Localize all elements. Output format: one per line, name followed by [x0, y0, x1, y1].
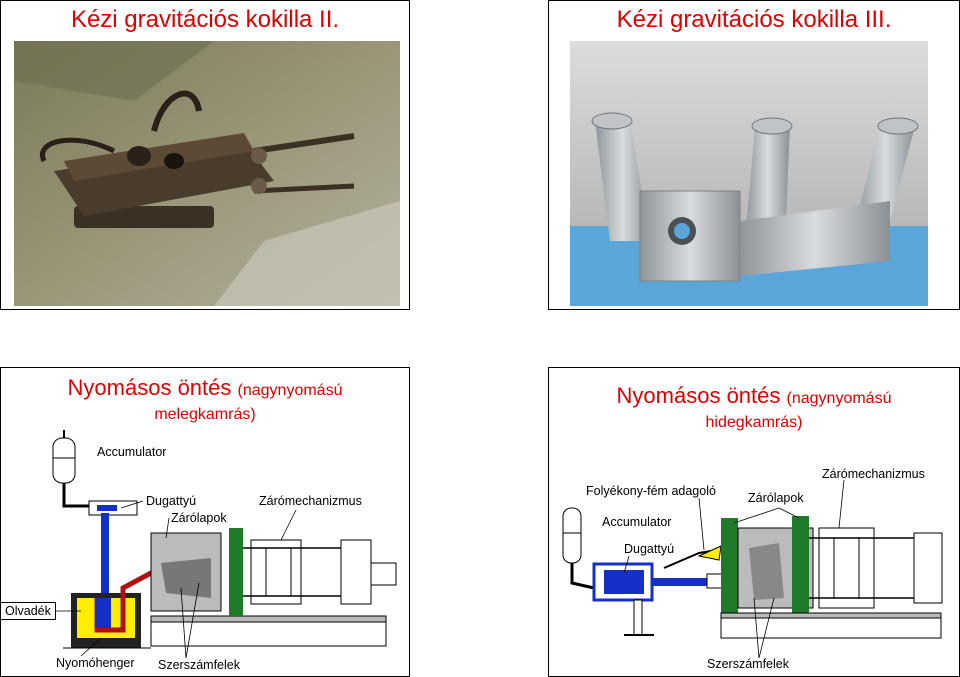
- label-closing-plates: Zárólapok: [171, 511, 227, 525]
- label-die-halves: Szerszámfelek: [707, 657, 789, 671]
- slide-cold-chamber-die-casting: Nyomásos öntés (nagynyomású hidegkamrás): [548, 367, 960, 677]
- label-melt: Olvadék: [0, 602, 56, 620]
- label-metal-feeder: Folyékony-fém adagoló: [586, 484, 716, 498]
- mold-photo: [14, 41, 400, 306]
- slide-hot-chamber-die-casting: Nyomásos öntés (nagynyomású melegkamrás): [0, 367, 410, 677]
- label-accumulator: Accumulator: [602, 515, 671, 529]
- label-clamping-mechanism: Zárómechanizmus: [822, 467, 925, 481]
- label-clamping-mechanism: Zárómechanizmus: [259, 494, 362, 508]
- label-die-halves: Szerszámfelek: [158, 658, 240, 672]
- label-pressure-cylinder: Nyomóhenger: [56, 656, 135, 670]
- label-piston: Dugattyú: [146, 494, 196, 508]
- label-piston: Dugattyú: [624, 542, 674, 556]
- slide-title: Kézi gravitációs kokilla III.: [549, 7, 959, 32]
- slide-hand-gravity-mold-2: Kézi gravitációs kokilla II.: [0, 0, 410, 310]
- casting-photo: [570, 41, 928, 306]
- slide-hand-gravity-mold-3: Kézi gravitációs kokilla III.: [548, 0, 960, 310]
- label-closing-plates: Zárólapok: [748, 491, 804, 505]
- slide-title: Kézi gravitációs kokilla II.: [1, 7, 409, 32]
- label-accumulator: Accumulator: [97, 445, 166, 459]
